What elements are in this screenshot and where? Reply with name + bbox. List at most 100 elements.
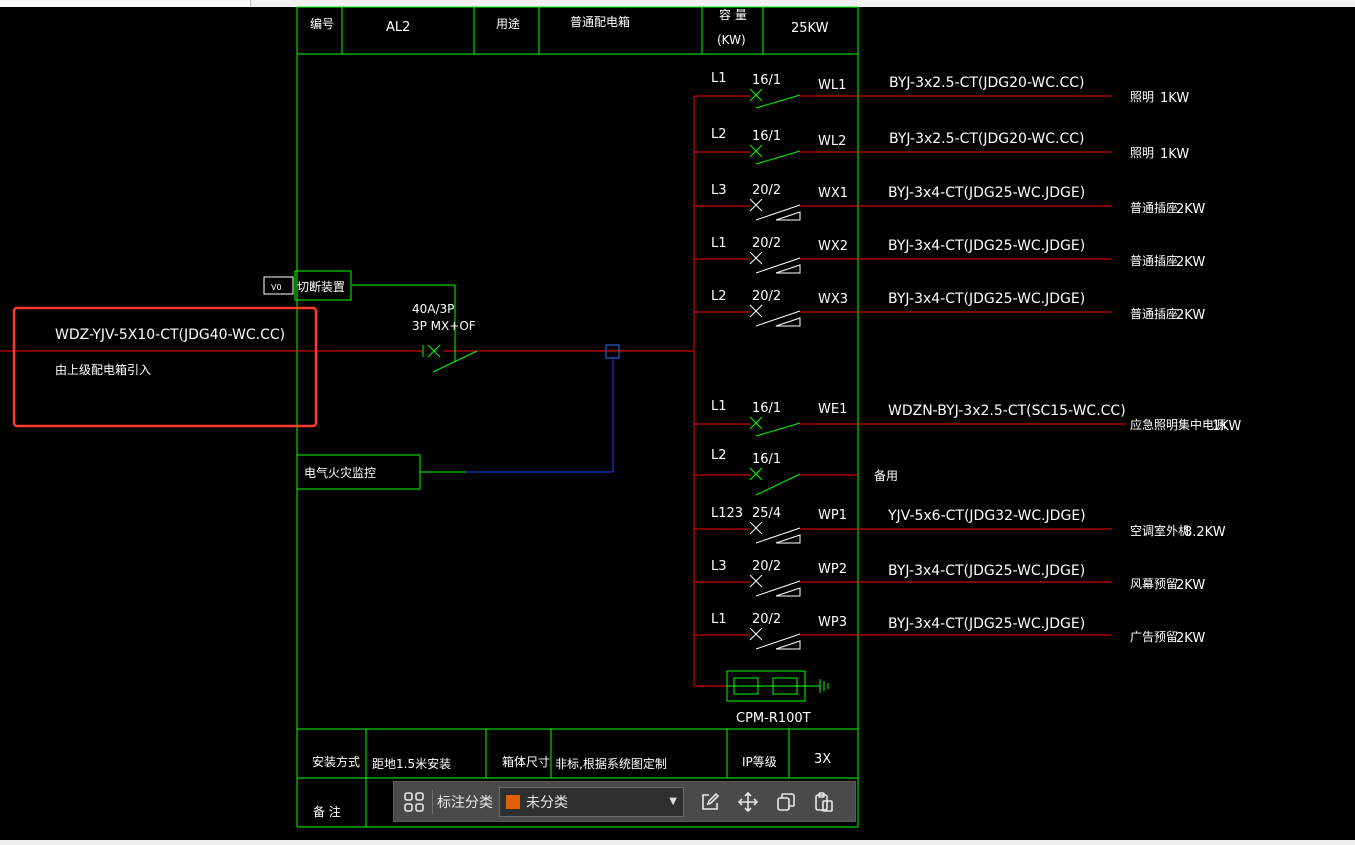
main-breaker-rating: 40A/3P — [412, 302, 454, 316]
circuit-rating: 16/1 — [752, 73, 781, 88]
circuit-power: 2KW — [1176, 578, 1205, 593]
circuit-id: WE1 — [818, 402, 847, 417]
circuit-power: 1KW — [1160, 147, 1189, 162]
copy-icon[interactable] — [772, 788, 800, 816]
incoming-feeder — [0, 284, 694, 473]
circuit-id: WX3 — [818, 292, 848, 307]
circuit-power: 1KW — [1212, 419, 1241, 434]
circuit-rating: 25/4 — [752, 506, 781, 521]
circuit-power: 2KW — [1176, 255, 1205, 270]
incoming-cable-label: WDZ-YJV-5X10-CT(JDG40-WC.CC) — [55, 327, 285, 343]
circuit-load: 照明 — [1130, 146, 1154, 160]
circuit-rating: 20/2 — [752, 559, 781, 574]
main-breaker-type: 3P MX+OF — [412, 319, 476, 333]
footer-ip-label: IP等级 — [742, 755, 777, 769]
circuit-phase: L1 — [711, 399, 727, 414]
circuit-cable: BYJ-3x4-CT(JDG25-WC.JDGE) — [888, 291, 1085, 307]
category-label: 标注分类 — [437, 794, 493, 811]
category-selected-value: 未分类 — [526, 794, 568, 811]
circuit-load: 普通插座 — [1130, 200, 1178, 215]
header-capacity-unit: (KW) — [717, 33, 746, 47]
drawing-frame — [296, 6, 859, 828]
window-top-strip — [0, 0, 1355, 7]
footer-install-label: 安装方式 — [312, 754, 360, 769]
circuit-id: WP2 — [818, 562, 847, 577]
circuit-row: L3 20/2 WP2 BYJ-3x4-CT(JDG25-WC.JDGE) 风幕… — [694, 559, 1205, 597]
circuit-load: 普通插座 — [1130, 306, 1178, 321]
category-select[interactable]: 未分类 ▼ — [499, 786, 684, 817]
incoming-source-label: 由上级配电箱引入 — [55, 362, 151, 377]
annotation-toolbar: 标注分类 未分类 ▼ — [393, 781, 856, 822]
circuit-rating: 20/2 — [752, 612, 781, 627]
switch-box-small — [263, 276, 294, 295]
circuit-load: 空调室外机 — [1130, 523, 1190, 538]
header-use-value: 普通配电箱 — [570, 14, 630, 29]
circuit-id: WX2 — [818, 239, 848, 254]
window-bottom-strip — [0, 840, 1355, 845]
branch-circuits: L1 16/1 WL1 BYJ-3x2.5-CT(JDG20-WC.CC) 照明… — [694, 71, 1241, 650]
circuit-load: 风幕预留 — [1130, 577, 1178, 591]
circuit-power: 2KW — [1176, 202, 1205, 217]
footer-ip-value: 3X — [814, 752, 831, 767]
switch-box — [294, 270, 352, 301]
circuit-id: WL1 — [818, 78, 846, 93]
category-grid-icon[interactable] — [400, 788, 428, 816]
circuit-cable: BYJ-3x2.5-CT(JDG20-WC.CC) — [889, 75, 1085, 91]
circuit-cable: BYJ-3x4-CT(JDG25-WC.JDGE) — [888, 616, 1085, 632]
circuit-power: 8.2KW — [1184, 525, 1226, 540]
circuit-cable: BYJ-3x4-CT(JDG25-WC.JDGE) — [888, 238, 1085, 254]
circuit-row: L2 16/1 WL2 BYJ-3x2.5-CT(JDG20-WC.CC) 照明… — [694, 127, 1189, 165]
category-color-swatch — [506, 794, 520, 809]
move-icon[interactable] — [734, 788, 762, 816]
circuit-power: 2KW — [1176, 308, 1205, 323]
circuit-row: L1 16/1 WL1 BYJ-3x2.5-CT(JDG20-WC.CC) 照明… — [694, 71, 1189, 109]
toolbar-divider — [432, 789, 433, 814]
circuit-cable: YJV-5x6-CT(JDG32-WC.JDGE) — [887, 508, 1086, 524]
chevron-down-icon: ▼ — [669, 796, 677, 807]
circuit-power: 1KW — [1160, 91, 1189, 106]
circuit-row: L2 16/1 备用 — [694, 448, 898, 496]
circuit-phase: L123 — [711, 506, 743, 521]
circuit-cable: WDZN-BYJ-3x2.5-CT(SC15-WC.CC) — [888, 403, 1126, 419]
circuit-cable: BYJ-3x4-CT(JDG25-WC.JDGE) — [888, 563, 1085, 579]
circuit-phase: L2 — [711, 289, 727, 304]
fire-monitor-label: 电气火灾监控 — [304, 465, 376, 480]
header-use-label: 用途 — [496, 16, 520, 31]
circuit-id: WX1 — [818, 186, 848, 201]
footer-size-value: 非标,根据系统图定制 — [555, 756, 667, 771]
circuit-rating: 20/2 — [752, 289, 781, 304]
circuit-phase: L1 — [711, 236, 727, 251]
footer-install-value: 距地1.5米安装 — [372, 756, 451, 771]
header-capacity-value: 25KW — [791, 21, 829, 36]
paste-icon[interactable] — [810, 788, 838, 816]
circuit-rating: 20/2 — [752, 236, 781, 251]
header-no-label: 编号 — [310, 16, 334, 31]
circuit-cable: BYJ-3x4-CT(JDG25-WC.JDGE) — [888, 185, 1085, 201]
circuit-id: WP3 — [818, 615, 847, 630]
circuit-phase: L2 — [711, 448, 727, 463]
circuit-rating: 20/2 — [752, 183, 781, 198]
footer-size-label: 箱体尺寸 — [502, 754, 550, 769]
circuit-rating: 16/1 — [752, 452, 781, 467]
edit-icon[interactable] — [696, 788, 724, 816]
circuit-row: L3 20/2 WX1 BYJ-3x4-CT(JDG25-WC.JDGE) 普通… — [694, 183, 1205, 221]
circuit-phase: L2 — [711, 127, 727, 142]
circuit-row: L1 20/2 WX2 BYJ-3x4-CT(JDG25-WC.JDGE) 普通… — [694, 236, 1205, 274]
circuit-phase: L1 — [711, 612, 727, 627]
circuit-load: 广告预留 — [1130, 630, 1178, 644]
circuit-row: L1 16/1 WE1 WDZN-BYJ-3x2.5-CT(SC15-WC.CC… — [694, 399, 1241, 437]
circuit-id: WP1 — [818, 508, 847, 523]
circuit-id: WL2 — [818, 134, 846, 149]
circuit-load: 应急照明集中电源 — [1130, 417, 1226, 432]
tab-strip — [0, 0, 251, 7]
switch-box-small-label: V0 — [271, 283, 282, 292]
surge-protector — [694, 670, 829, 702]
circuit-load: 普通插座 — [1130, 253, 1178, 268]
selection-highlight[interactable] — [12, 306, 318, 428]
footer-note-label: 备 注 — [313, 804, 341, 819]
circuit-row: L1 20/2 WP3 BYJ-3x4-CT(JDG25-WC.JDGE) 广告… — [694, 612, 1205, 650]
header-no-value: AL2 — [386, 20, 410, 35]
circuit-phase: L1 — [711, 71, 727, 86]
circuit-cable: BYJ-3x2.5-CT(JDG20-WC.CC) — [889, 131, 1085, 147]
